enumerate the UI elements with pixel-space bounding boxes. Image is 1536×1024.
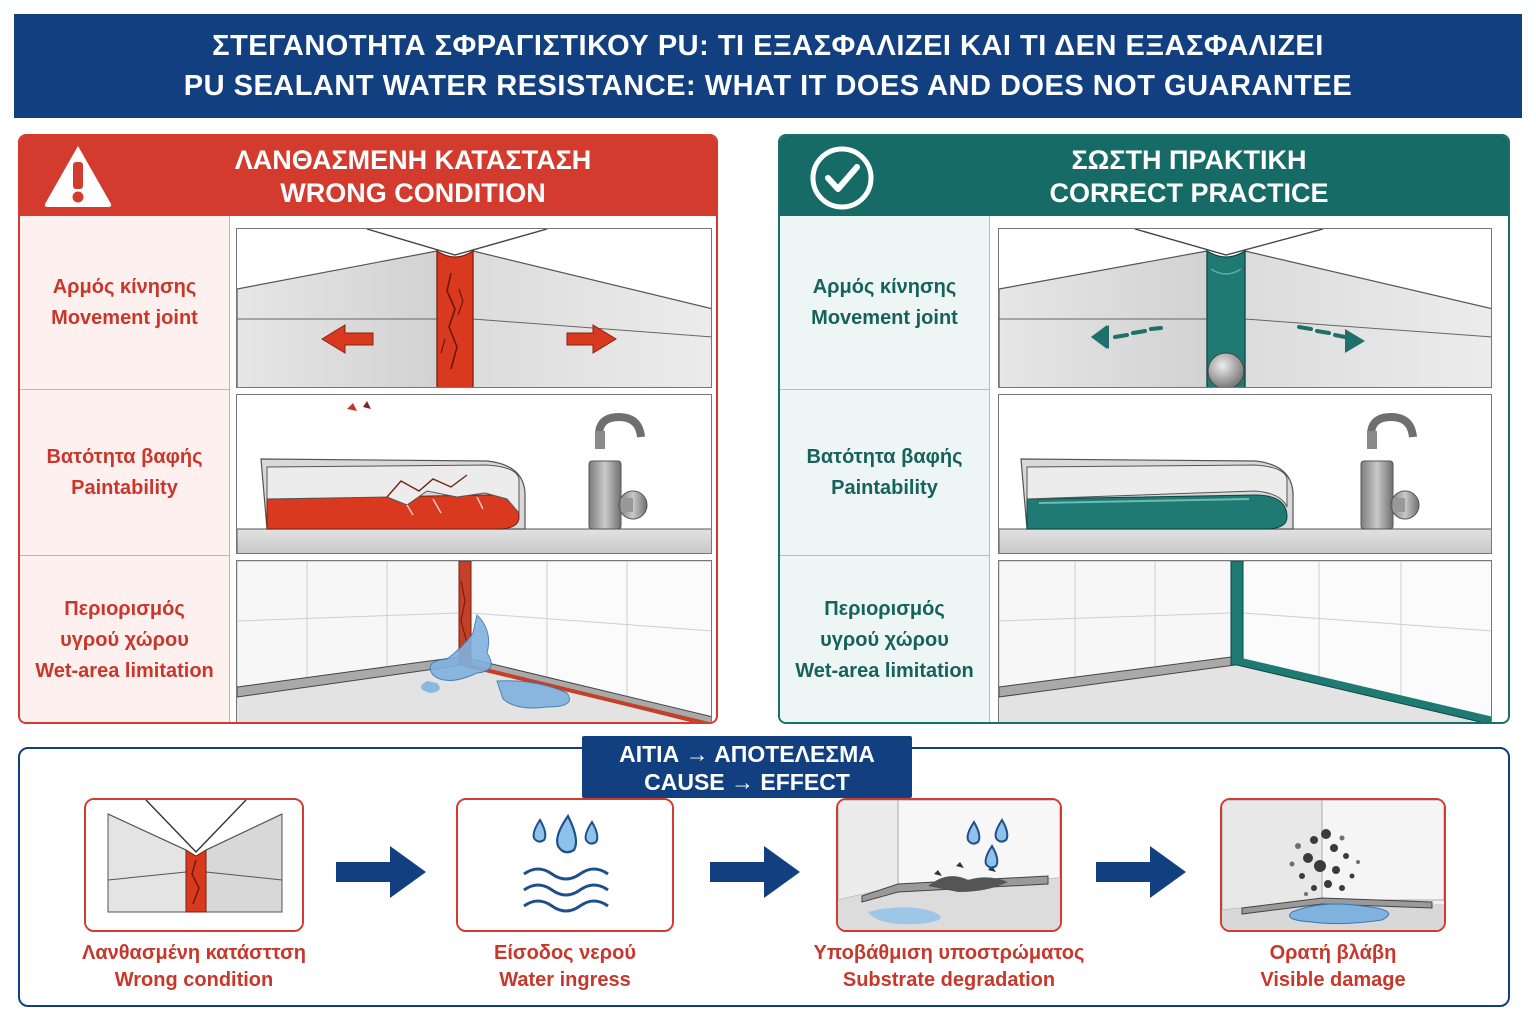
wrong-wet-area-illustration [236, 560, 712, 722]
wrong-row-paintability-label: Βατότητα βαφής Paintability [20, 390, 230, 556]
step-label-english: Wrong condition [114, 969, 274, 991]
row-label-english: Wet-area limitation [795, 659, 974, 682]
row-label-english: Paintability [831, 476, 938, 499]
step-label-english: Substrate degradation [842, 969, 1056, 991]
wrong-title-english: WRONG CONDITION [280, 178, 546, 208]
correct-title-greek: ΣΩΣΤΗ ΠΡΑΚΤΙΚΗ [1071, 145, 1307, 175]
cause-effect-title-english: CAUSE → EFFECT [644, 769, 850, 795]
cracked-joint-icon [86, 800, 302, 930]
correct-movement-joint-illustration [998, 228, 1492, 388]
row-label-english: Movement joint [51, 306, 198, 329]
row-label-greek: Βατότητα βαφής [806, 445, 963, 468]
row-label-greek-line1: Περιορισμός [64, 597, 185, 620]
row-label-greek: Αρμός κίνησης [52, 275, 197, 298]
step-label-greek: Λανθασμένη κατάσττση [81, 942, 307, 964]
title-greek: ΣΤΕΓΑΝΟΤΗΤΑ ΣΦΡΑΓΙΣΤΙΚΟΥ PU: ΤΙ ΕΞΑΣΦΑΛΙ… [212, 30, 1324, 62]
wrong-row-movement-joint-label: Αρμός κίνησης Movement joint [20, 216, 230, 390]
title-english: PU SEALANT WATER RESISTANCE: WHAT IT DOE… [183, 70, 1353, 102]
correct-practice-panel: ΣΩΣΤΗ ΠΡΑΚΤΙΚΗ CORRECT PRACTICE Αρμός κί… [778, 134, 1510, 724]
warning-triangle-icon [42, 142, 114, 210]
step-label-english: Water ingress [499, 969, 631, 991]
flow-arrow-icon [336, 846, 426, 898]
step-visible-damage [1220, 798, 1446, 932]
step-substrate-degradation [836, 798, 1062, 932]
row-label-english: Paintability [71, 476, 178, 499]
mold-stain-icon [1222, 800, 1444, 930]
wrong-movement-joint-illustration [236, 228, 712, 388]
step-water-ingress [456, 798, 674, 932]
water-drops-icon [458, 800, 672, 930]
correct-row-paintability-label: Βατότητα βαφής Paintability [780, 390, 990, 556]
cause-effect-badge: ΑΙΤΙΑ → ΑΠΟΤΕΛΕΣΜΑ CAUSE → EFFECT [582, 736, 912, 798]
correct-row-movement-joint-label: Αρμός κίνησης Movement joint [780, 216, 990, 390]
wrong-title-greek: ΛΑΝΘΑΣΜΕΝΗ ΚΑΤΑΣΤΑΣΗ [234, 145, 592, 175]
crumbling-substrate-icon [838, 800, 1060, 930]
step-label-greek: Ορατή βλάβη [1269, 942, 1397, 964]
row-label-greek-line2: υγρού χώρου [820, 628, 949, 651]
step-substrate-degradation-label: Υποβάθμιση υποστρώματος Substrate degrad… [804, 940, 1094, 994]
wrong-condition-panel: ΛΑΝΘΑΣΜΕΝΗ ΚΑΤΑΣΤΑΣΗ WRONG CONDITION Αρμ… [18, 134, 718, 724]
row-label-greek: Αρμός κίνησης [812, 275, 957, 298]
cause-effect-title-greek: ΑΙΤΙΑ → ΑΠΟΤΕΛΕΣΜΑ [619, 741, 875, 767]
row-label-english: Movement joint [811, 306, 958, 329]
row-label-english: Wet-area limitation [35, 659, 214, 682]
check-circle-icon [802, 142, 874, 210]
flow-arrow-icon [1096, 846, 1186, 898]
step-wrong-condition-label: Λανθασμένη κατάσττση Wrong condition [54, 940, 334, 994]
step-label-english: Visible damage [1260, 969, 1406, 991]
correct-paintability-illustration [998, 394, 1492, 554]
step-water-ingress-label: Είσοδος νερού Water ingress [425, 940, 705, 994]
step-wrong-condition [84, 798, 304, 932]
title-banner: ΣΤΕΓΑΝΟΤΗΤΑ ΣΦΡΑΓΙΣΤΙΚΟΥ PU: ΤΙ ΕΞΑΣΦΑΛΙ… [14, 14, 1522, 118]
row-label-greek-line2: υγρού χώρου [60, 628, 189, 651]
step-visible-damage-label: Ορατή βλάβη Visible damage [1188, 940, 1478, 994]
wrong-paintability-illustration [236, 394, 712, 554]
step-label-greek: Υποβάθμιση υποστρώματος [813, 942, 1085, 964]
correct-row-wet-area-label: Περιορισμός υγρού χώρου Wet-area limitat… [780, 556, 990, 722]
flow-arrow-icon [710, 846, 800, 898]
correct-wet-area-illustration [998, 560, 1492, 722]
correct-panel-header: ΣΩΣΤΗ ΠΡΑΚΤΙΚΗ CORRECT PRACTICE [780, 136, 1508, 216]
step-label-greek: Είσοδος νερού [494, 942, 636, 964]
correct-title-english: CORRECT PRACTICE [1049, 178, 1329, 208]
wrong-panel-header: ΛΑΝΘΑΣΜΕΝΗ ΚΑΤΑΣΤΑΣΗ WRONG CONDITION [20, 136, 716, 216]
wrong-row-wet-area-label: Περιορισμός υγρού χώρου Wet-area limitat… [20, 556, 230, 722]
row-label-greek-line1: Περιορισμός [824, 597, 945, 620]
row-label-greek: Βατότητα βαφής [46, 445, 203, 468]
